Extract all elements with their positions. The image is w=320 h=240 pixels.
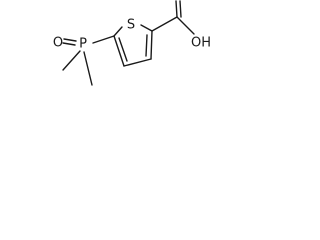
bond-p-methyl-a	[62, 50, 81, 71]
atom-hydroxyl-label: OH	[191, 36, 211, 51]
bond-c3-c4	[123, 58, 152, 67]
bond-c4-c5-inner	[118, 37, 128, 62]
bond-p-o-double-1	[63, 38, 77, 42]
bond-c2-c3	[150, 30, 153, 60]
bond-carboxyl-double-o-1	[175, 0, 178, 18]
bond-s-c2	[140, 24, 153, 32]
bond-p-o-double-2	[62, 42, 76, 46]
chemical-structure-diagram: S P O OH	[53, 0, 211, 86]
bond-c2-c3-inner	[145, 34, 148, 57]
atom-sulfur-label: S	[127, 18, 135, 33]
atom-phosphorus-label: P	[79, 37, 87, 52]
bond-c2-carboxyl-carbon	[151, 16, 178, 32]
bond-p-methyl-b	[83, 51, 93, 86]
bond-s-c5	[113, 26, 123, 37]
atom-phosphoryl-oxygen-label: O	[53, 36, 63, 51]
bond-carboxyl-double-o-2	[179, 0, 182, 18]
bond-carboxyl-oh	[176, 16, 195, 35]
bond-c4-c5	[113, 35, 125, 67]
bond-c5-p	[92, 35, 115, 44]
